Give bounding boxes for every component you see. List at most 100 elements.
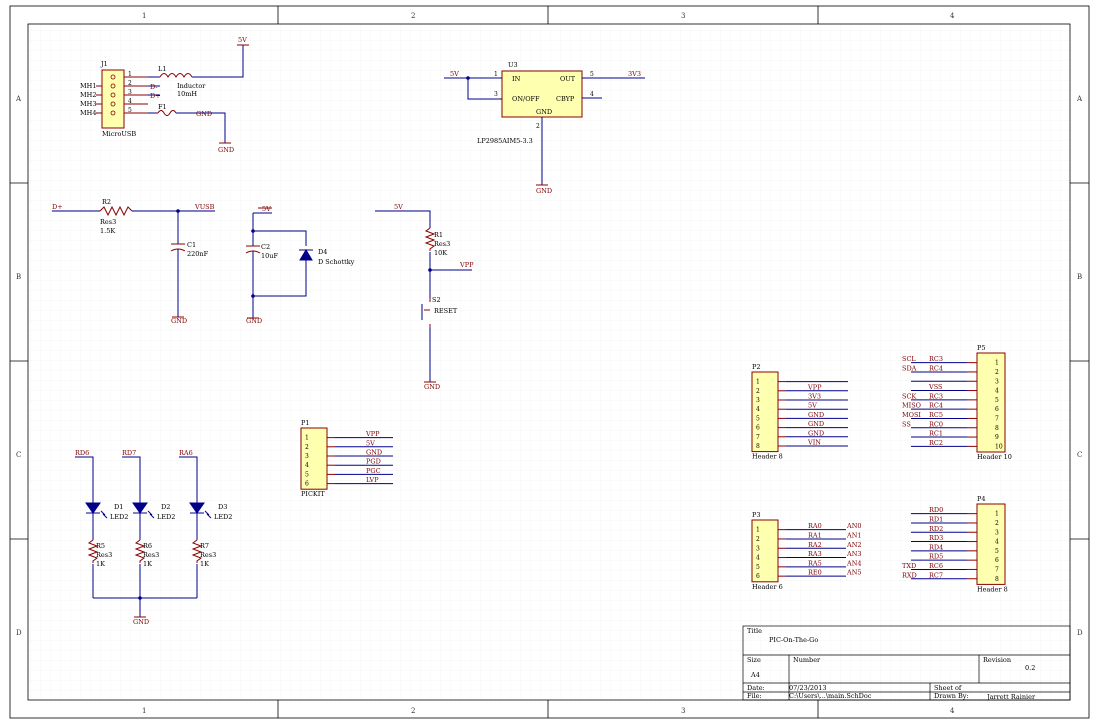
p5-pin-5: 5 — [995, 397, 999, 404]
led-name-2: LED2 — [157, 513, 175, 521]
c2-ref: C2 — [261, 243, 270, 251]
title-value: PIC-On-The-Go — [769, 636, 818, 644]
p1-pin-4: 4 — [305, 462, 309, 469]
p1-pin-6: 6 — [305, 481, 309, 488]
mh2-label: MH2 — [80, 91, 96, 99]
date-value: 07/23/2013 — [789, 684, 826, 692]
zone-row-d-right: D — [1077, 629, 1083, 637]
p4-pin-4: 4 — [995, 539, 999, 546]
reset-vpp-net: VPP — [459, 261, 474, 269]
d4-name: D Schottky — [318, 258, 355, 266]
p5-pin-4: 4 — [995, 388, 999, 395]
zone-row-a-right: A — [1076, 95, 1083, 103]
f1-ref: F1 — [158, 103, 167, 111]
led-net-2: RD7 — [122, 449, 136, 457]
usb-dp-net: D+ — [150, 92, 161, 100]
p5-net-9: RC1 — [929, 430, 943, 438]
outer-border — [9, 5, 1090, 719]
p1-net-3: GND — [366, 449, 382, 457]
j1-ref: J1 — [100, 60, 108, 68]
number-label: Number — [793, 656, 821, 664]
u3-ref: U3 — [508, 61, 518, 69]
zone-row-c: C — [16, 451, 21, 459]
p5-alias-7: MOSI — [902, 411, 921, 419]
p4-net-5: RD4 — [929, 543, 943, 551]
u3-pin-onoff: ON/OFF — [512, 95, 540, 103]
led-net-1: RD6 — [75, 449, 89, 457]
p3-alias-6: AN5 — [846, 569, 862, 577]
r1-ref: R1 — [434, 231, 443, 239]
u3-in-net: 5V — [450, 70, 459, 78]
c2-gnd-symbol: GND — [246, 317, 262, 325]
j1-name: MicroUSB — [102, 130, 136, 138]
j1-pin3: 3 — [128, 89, 132, 96]
p3-net-5: RA5 — [808, 559, 822, 567]
p3-net-6: RE0 — [808, 569, 822, 577]
zone-col-4: 4 — [950, 12, 955, 20]
usb-gnd-symbol: GND — [218, 146, 234, 154]
p5-alias-8: SS — [902, 420, 911, 428]
u3-pin1-num: 1 — [494, 71, 498, 78]
led-r-ref-1: R5 — [96, 542, 105, 550]
led-diode-3 — [189, 502, 205, 514]
zone-row-c-right: C — [1077, 451, 1082, 459]
p5-net-1: RC3 — [929, 355, 943, 363]
regulator-u3[interactable]: U3 IN OUT ON/OFF CBYP GND LP2985AIM5-3.3… — [477, 61, 594, 145]
zone-col-1-bottom: 1 — [142, 707, 146, 715]
p3-pin-1: 1 — [756, 527, 760, 534]
revision-label: Revision — [983, 656, 1011, 664]
led-rays-3 — [204, 510, 212, 519]
led-wire-top-3 — [179, 456, 198, 503]
p2-pin-6: 6 — [756, 425, 760, 432]
p3-alias-4: AN3 — [846, 550, 862, 558]
j1-pin5: 5 — [128, 107, 132, 114]
p1-pin-5: 5 — [305, 471, 309, 478]
reset-circuit[interactable] — [375, 210, 472, 383]
p2-pin-8: 8 — [756, 443, 760, 450]
p2-net-2: VPP — [807, 383, 822, 391]
usb-connector-j1[interactable]: J1 MH1 MH2 MH3 MH4 MicroUSB 1 2 3 4 5 — [80, 60, 148, 138]
usb-dm-net: D- — [150, 83, 158, 91]
p5-pin-3: 3 — [995, 378, 999, 385]
led-r-type-2: Res3 — [143, 551, 159, 559]
zone-col-3: 3 — [681, 12, 685, 20]
drawing-area — [28, 24, 1070, 700]
p5-pin-10: 10 — [995, 443, 1003, 450]
p5-net-7: RC5 — [929, 411, 943, 419]
r2-type: Res3 — [100, 218, 116, 226]
p4-pin-3: 3 — [995, 529, 999, 536]
p4-alias-7: TXD — [902, 562, 916, 570]
drawn-by-label: Drawn By: — [934, 692, 969, 700]
p3-net-4: RA3 — [808, 550, 822, 558]
u3-pin-out: OUT — [560, 75, 576, 83]
p1-net-5: PGC — [366, 467, 381, 475]
zone-col-2-bottom: 2 — [411, 707, 415, 715]
usb-wiring — [148, 45, 244, 144]
u3-pin2-num: 2 — [536, 123, 540, 130]
p2-body — [751, 371, 779, 453]
p4-net-4: RD3 — [929, 534, 943, 542]
p2-net-6: GND — [808, 420, 824, 428]
p1-net-4: PGD — [366, 458, 381, 466]
l1-ref: L1 — [158, 65, 166, 73]
p5-pin-6: 6 — [995, 406, 999, 413]
p4-pin-7: 7 — [995, 566, 999, 573]
p4-net-3: RD2 — [929, 525, 943, 533]
u3-pin-in: IN — [512, 75, 521, 83]
led-net-3: RA6 — [179, 449, 193, 457]
p3-pin-3: 3 — [756, 545, 760, 552]
vusb-pullup[interactable] — [52, 205, 215, 318]
led-rays-1 — [100, 510, 108, 519]
c1-value: 220nF — [187, 250, 209, 258]
bulk-cap-diode[interactable] — [245, 207, 313, 319]
p5-net-4: VSS — [928, 383, 943, 391]
